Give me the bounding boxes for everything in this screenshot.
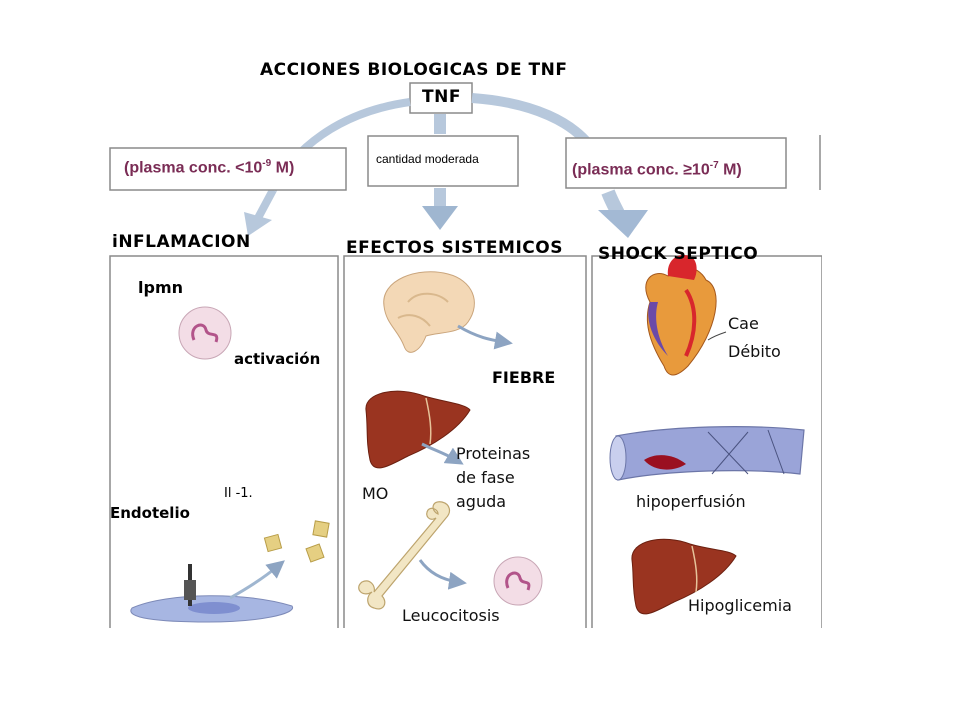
heading-shock: SHOCK SEPTICO — [598, 244, 759, 264]
arrowhead-inflamacion — [244, 212, 272, 236]
conc-high-box — [565, 137, 787, 189]
blood-vessel-icon — [609, 426, 805, 481]
tnf-box — [409, 82, 473, 114]
heart-icon — [645, 254, 727, 376]
label-debito: Débito — [728, 342, 781, 361]
liver-icon — [365, 390, 471, 469]
frame-inflamacion — [109, 255, 339, 628]
conc-high-label: (plasma conc. ≥10-7 M) — [572, 160, 742, 179]
label-cae: Cae — [728, 314, 759, 333]
label-hipoglicemia: Hipoglicemia — [688, 596, 792, 615]
heading-inflamacion: iNFLAMACION — [112, 232, 251, 252]
label-proteinas: Proteinas — [456, 444, 531, 463]
arrow-to-sistemicos-stem — [434, 114, 446, 134]
label-mo: MO — [362, 484, 389, 503]
arrowhead-sistemicos — [422, 206, 458, 230]
diagram-title: ACCIONES BIOLOGICAS DE TNF — [260, 60, 568, 80]
heading-sistemicos: EFECTOS SISTEMICOS — [346, 238, 563, 258]
arrow-to-inflamacion-lower — [254, 188, 277, 220]
conc-moderate-label: cantidad moderada — [376, 152, 479, 166]
conc-low-box — [109, 147, 347, 191]
arrowhead-shock — [598, 210, 648, 238]
label-activacion: activación — [234, 350, 321, 368]
bone-icon — [358, 501, 467, 610]
tnf-label: TNF — [422, 87, 461, 107]
label-de-fase: de fase — [456, 468, 515, 487]
endothelium-icon — [130, 520, 330, 623]
diagram-artwork — [109, 82, 822, 628]
label-endotelio: Endotelio — [110, 504, 190, 522]
frame-sistemicos — [343, 255, 587, 628]
arrow-to-sistemicos-stem2 — [434, 188, 446, 208]
leukocyte-icon — [493, 556, 543, 606]
label-il1: Il -1. — [224, 486, 253, 501]
label-fiebre: FIEBRE — [492, 368, 556, 387]
label-aguda: aguda — [456, 492, 507, 511]
frame-shock — [591, 255, 822, 628]
liver-shock-icon — [631, 538, 737, 615]
label-leucocitosis: Leucocitosis — [402, 606, 500, 625]
label-hipoperfusion: hipoperfusión — [636, 492, 746, 511]
brain-icon — [383, 271, 513, 353]
tnf-diagram: ACCIONES BIOLOGICAS DE TNF TNF (plasma c… — [108, 40, 822, 628]
conc-moderate-box — [367, 135, 519, 187]
neutrophil-icon — [178, 306, 232, 360]
label-lpmn: lpmn — [138, 278, 183, 297]
conc-low-label: (plasma conc. <10-9 M) — [124, 158, 295, 177]
